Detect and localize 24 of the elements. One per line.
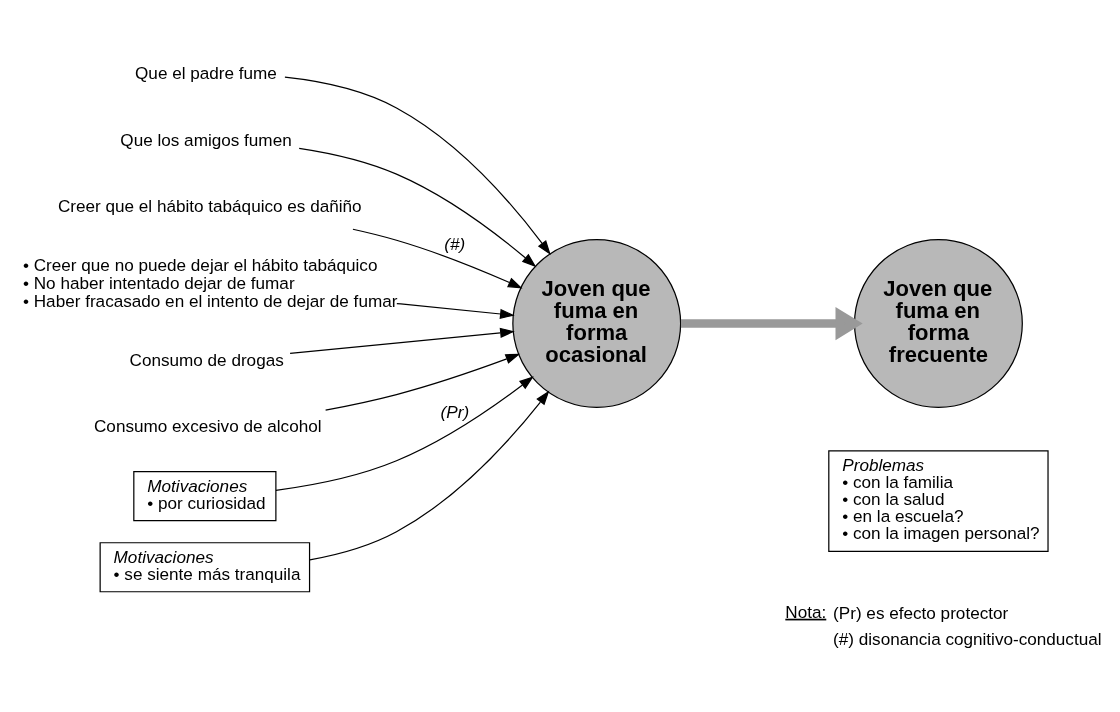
node-box: Motivaciones • por curiosidad bbox=[133, 471, 277, 522]
node-circle: Joven que fuma en forma frecuente bbox=[853, 239, 1023, 409]
node-text: Creer que el hábito tabáquico es dañiño bbox=[57, 195, 362, 216]
label: (#) disonancia cognitivo-conductual bbox=[833, 628, 1102, 649]
arrow bbox=[309, 390, 550, 561]
edge-label: (Pr) bbox=[440, 402, 470, 423]
arrow bbox=[275, 376, 534, 491]
arrow bbox=[325, 353, 521, 411]
edge-label: (#) bbox=[444, 234, 466, 255]
node-text: Que el padre fume bbox=[135, 63, 277, 84]
arrow bbox=[680, 306, 863, 341]
arrow bbox=[396, 302, 515, 320]
node-text: Consumo excesivo de alcohol bbox=[94, 416, 322, 437]
label: (Pr) es efecto protector bbox=[833, 602, 1009, 623]
node-box: Motivaciones • se siente más tranquila bbox=[99, 542, 311, 593]
arrow bbox=[284, 76, 551, 255]
node-box: Problemas • con la familia • con la salud • en la escuela? • con la imagen personal? bbox=[828, 450, 1049, 552]
node-text: Que los amigos fumen bbox=[120, 129, 292, 150]
label: Nota: bbox=[785, 601, 827, 622]
node-text: Consumo de drogas bbox=[129, 350, 284, 371]
node-text: • Creer que no puede dejar el hábito tabáquico • No haber intentado dejar de fumar • Haber fracasado en el intento de dejar de fumar bbox=[22, 254, 398, 312]
arrow bbox=[298, 147, 537, 268]
arrow bbox=[289, 327, 515, 354]
arrow bbox=[352, 228, 523, 289]
